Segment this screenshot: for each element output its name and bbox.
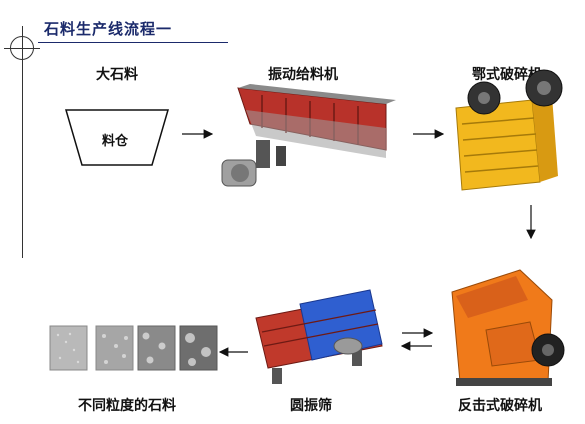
title-underline [38,42,228,43]
feeder-label: 振动给料机 [268,67,338,83]
screen-label: 圆振筛 [290,398,332,414]
left-vertical-rule [22,26,23,258]
vibrating-feeder-illustration [221,84,396,187]
aggregate-samples [49,325,218,371]
products-label: 不同粒度的石料 [78,398,176,414]
vibrating-screen-illustration [255,289,383,384]
impact-crusher-label: 反击式破碎机 [458,398,542,414]
raw-stone-label: 大石料 [96,67,138,83]
jaw-crusher-label: 鄂式破碎机 [472,67,542,83]
storage-bin [65,109,169,166]
left-horizontal-rule [4,48,40,49]
diagram-title: 石料生产线流程一 [44,20,173,38]
impact-crusher-illustration [451,269,565,386]
jaw-crusher-illustration [455,69,563,191]
bin-label: 料仓 [102,134,129,149]
